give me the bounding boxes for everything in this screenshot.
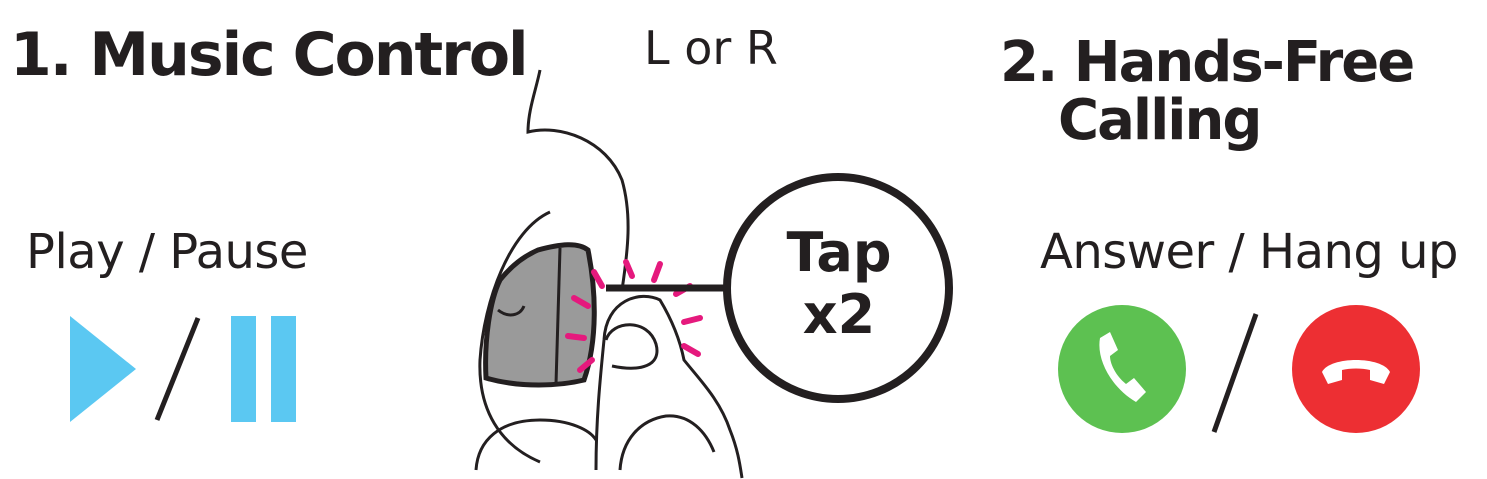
tap-burst-marks bbox=[565, 259, 703, 373]
tap-label-line1: Tap bbox=[786, 221, 892, 284]
side-label: L or R bbox=[644, 21, 778, 75]
calling-title-line2: Calling bbox=[1058, 88, 1262, 153]
answer-hangup-divider bbox=[1211, 313, 1259, 433]
music-control-title: 1. Music Control bbox=[10, 20, 529, 90]
hands-free-calling-title: 2. Hands-Free Calling bbox=[1000, 34, 1415, 153]
hang-up-icon bbox=[1292, 305, 1420, 433]
ear-outline bbox=[478, 210, 551, 464]
calling-title-line1: 2. Hands-Free bbox=[1000, 30, 1415, 95]
play-pause-divider bbox=[154, 317, 201, 421]
tap-label-line2: x2 bbox=[802, 283, 876, 346]
head-outline bbox=[526, 69, 630, 291]
earbud bbox=[483, 242, 597, 388]
play-icon bbox=[70, 316, 136, 422]
answer-hangup-caption: Answer / Hang up bbox=[1040, 224, 1459, 280]
play-pause-caption: Play / Pause bbox=[26, 224, 308, 280]
jaw-line bbox=[474, 418, 598, 471]
tap-callout-circle bbox=[723, 173, 953, 403]
tap-instruction: Tap x2 bbox=[728, 222, 950, 346]
pause-icon bbox=[231, 316, 296, 422]
answer-call-icon bbox=[1058, 305, 1186, 433]
finger bbox=[594, 294, 744, 479]
